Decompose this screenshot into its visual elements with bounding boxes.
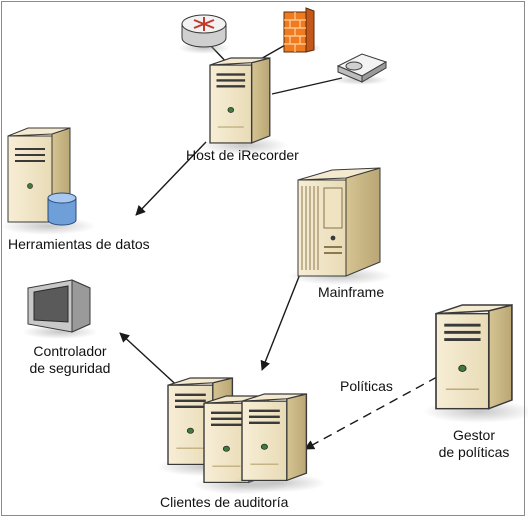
host-label: Host de iRecorder [186,147,299,163]
policy-manager-label: Gestor de políticas [426,427,522,461]
mainframe-icon [288,167,392,285]
policy-manager-label-line2: de políticas [438,444,510,460]
edge-host-to-datatools [135,141,207,216]
server-cluster-icon [156,377,327,496]
edge-policies-dashed [304,376,438,450]
edge-clients-to-controller [119,332,185,393]
data-tools-label: Herramientas de datos [8,236,150,252]
edge-host-device [271,77,343,95]
database-server-icon [0,127,96,235]
policy-manager-label-line1: Gestor [452,427,495,443]
network-device-icon [332,53,388,85]
policies-edge-label: Políticas [340,378,393,394]
server-tower-icon [421,304,528,424]
security-controller-label-line2: de seguridad [29,360,111,376]
edge-mainframe-to-clients [260,263,305,371]
firewall-icon [282,7,322,53]
monitor-icon [22,279,98,339]
security-controller-label-line1: Controlador [33,343,107,359]
audit-clients-label: Clientes de auditoría [160,494,289,510]
security-controller-label: Controlador de seguridad [18,343,122,377]
mainframe-label: Mainframe [318,284,385,300]
router-icon [178,14,230,54]
server-tower-icon [198,57,289,156]
